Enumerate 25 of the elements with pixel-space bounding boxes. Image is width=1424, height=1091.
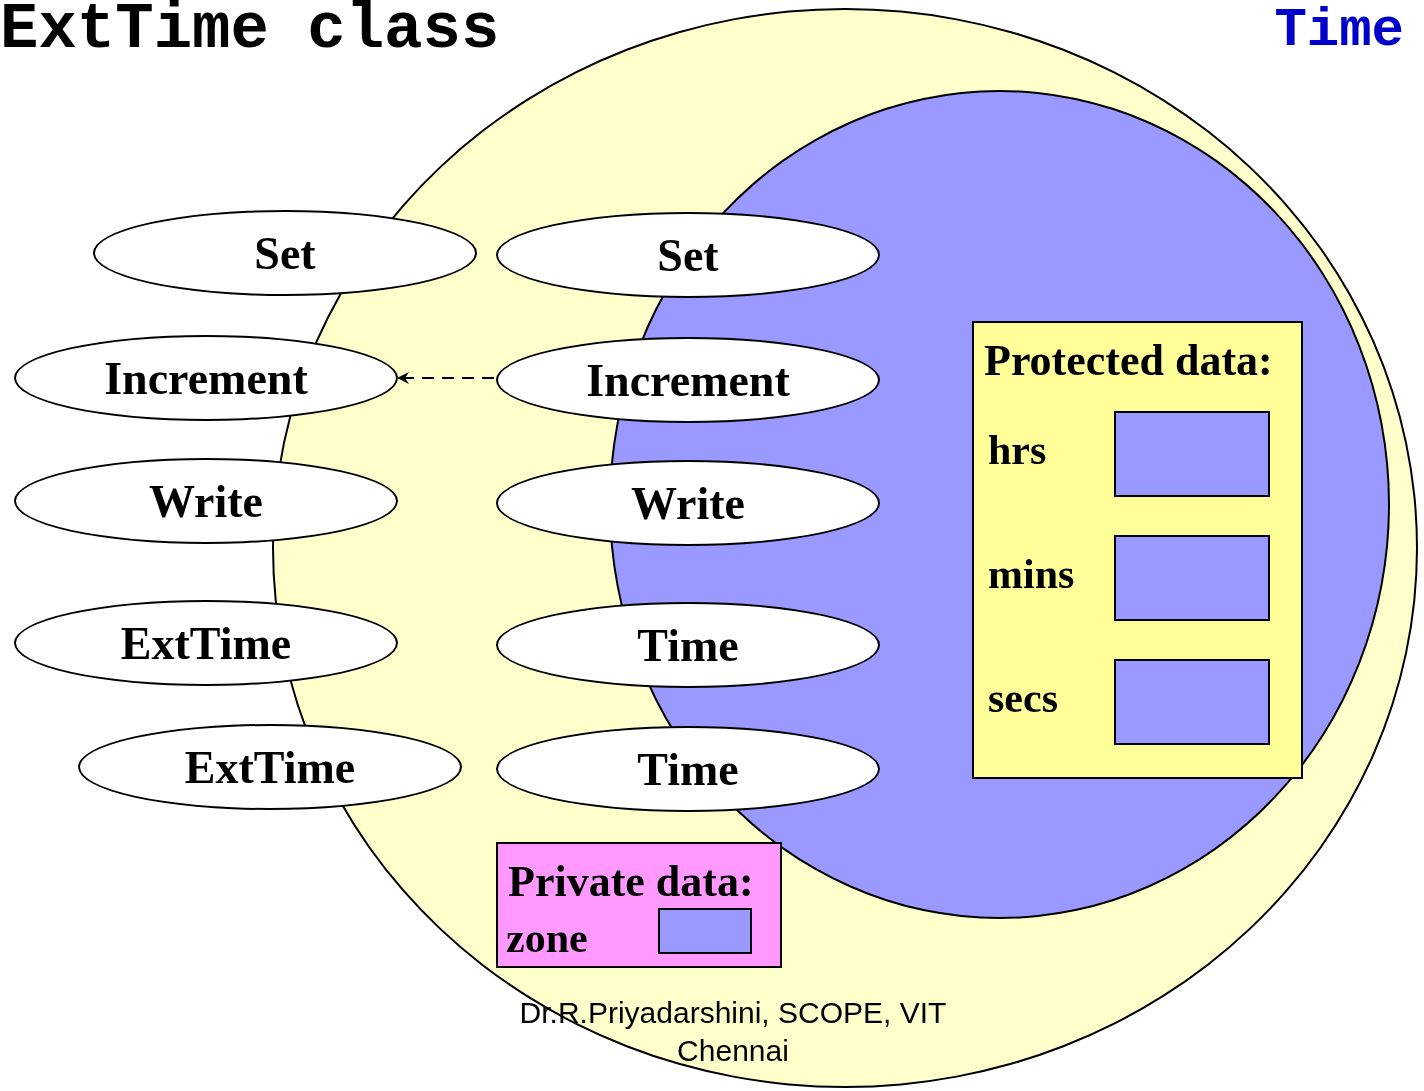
- panel-heading: Protected data:: [984, 335, 1273, 386]
- member-name: Increment: [104, 351, 308, 405]
- data-field-box: [1114, 535, 1270, 621]
- data-field-box: [1114, 659, 1270, 745]
- data-panel: [496, 842, 782, 968]
- field-label: secs: [988, 674, 1058, 722]
- data-panel: [972, 321, 1303, 779]
- arrow: [397, 372, 495, 384]
- field-label: hrs: [988, 426, 1047, 474]
- member-name: Write: [148, 474, 264, 528]
- member-name: Set: [657, 228, 719, 282]
- slide-title: ExtTime class: [0, 0, 500, 66]
- member-name: Set: [254, 226, 316, 280]
- data-field-box: [1114, 411, 1270, 497]
- panel-heading: Private data:: [508, 856, 754, 907]
- field-label: zone: [506, 914, 588, 962]
- field-label: mins: [988, 550, 1075, 598]
- circle-title: Time: [1274, 0, 1404, 61]
- member-name: ExtTime: [184, 740, 356, 794]
- member-name: Write: [630, 476, 746, 530]
- member-name: ExtTime: [120, 616, 292, 670]
- member-name: Increment: [586, 353, 790, 407]
- member-name: Time: [637, 742, 739, 796]
- member-name: Time: [637, 618, 739, 672]
- data-field-box: [658, 908, 752, 954]
